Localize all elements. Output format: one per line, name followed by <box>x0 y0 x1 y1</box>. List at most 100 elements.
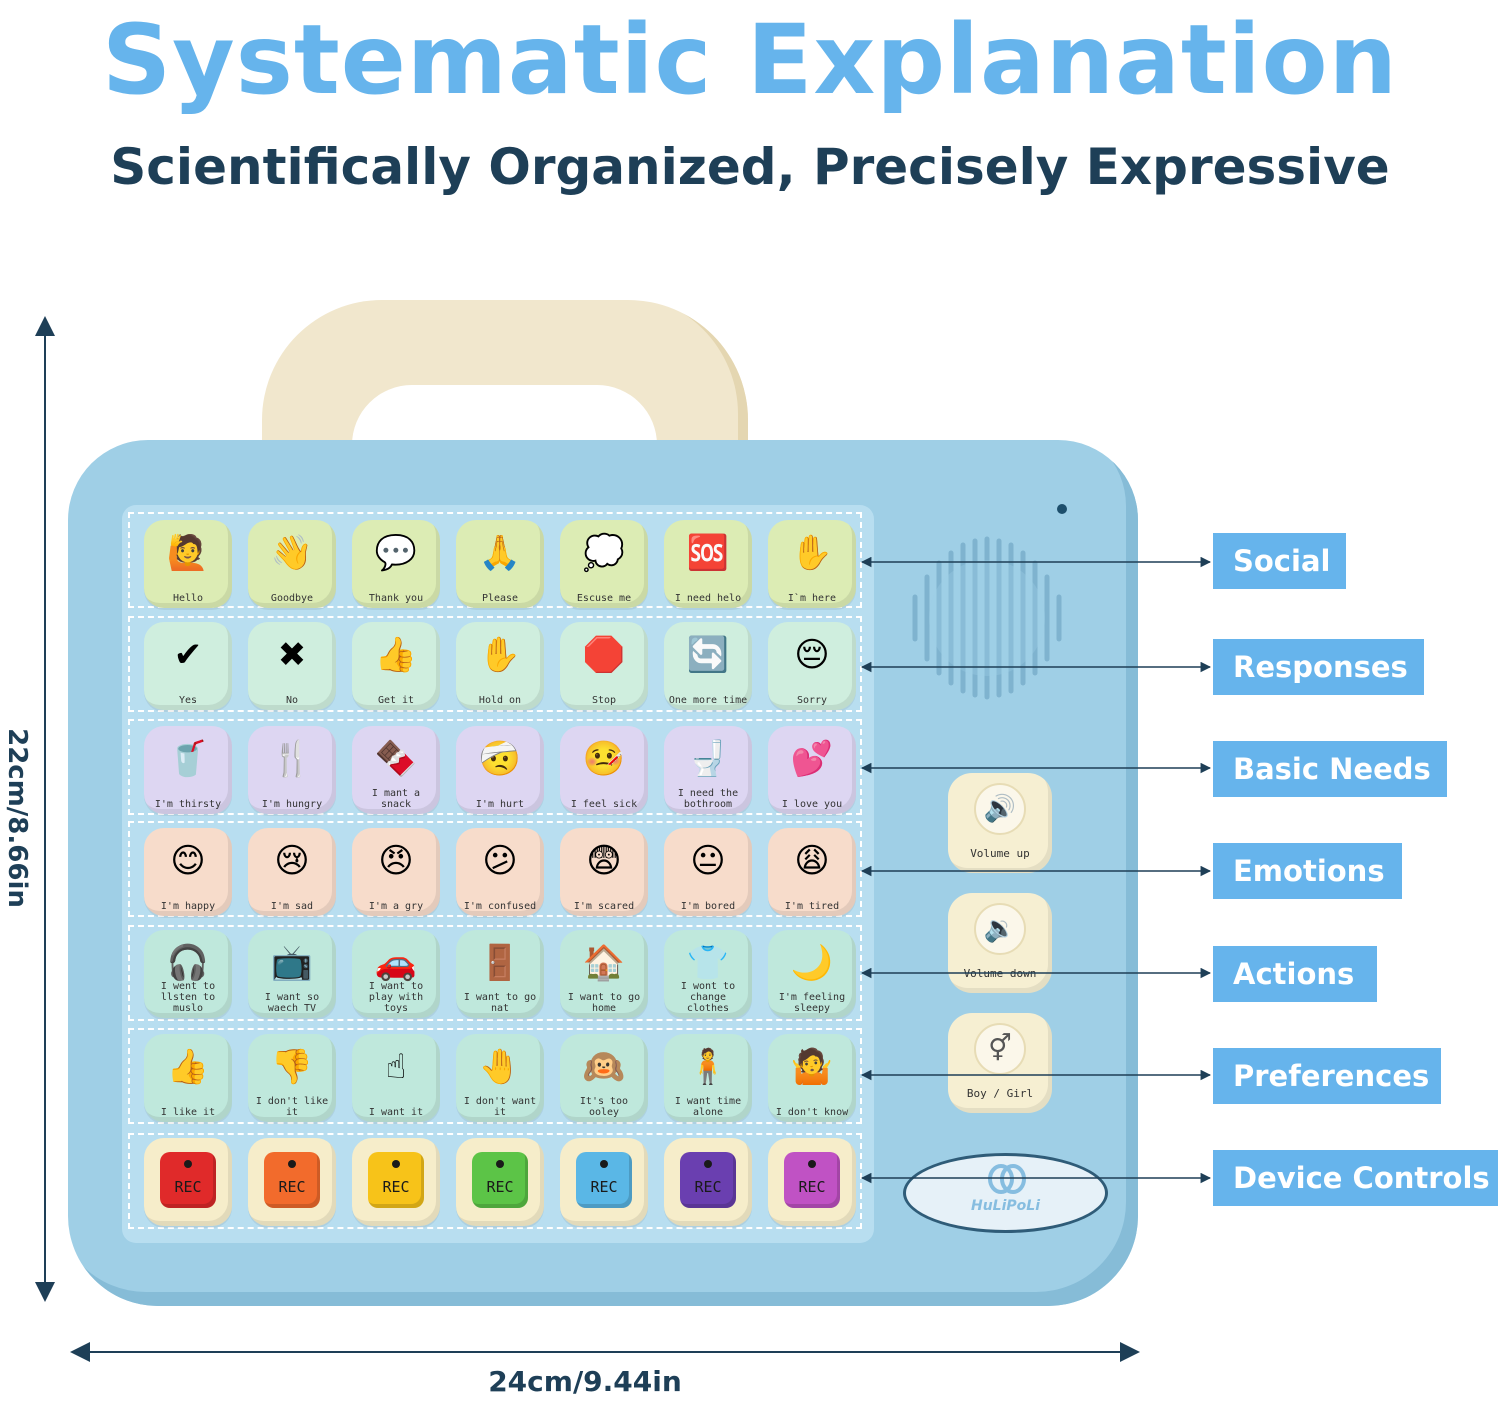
phrase-label: I need helo <box>674 593 742 604</box>
toy-car-icon: 🚗 <box>374 943 418 983</box>
phrase-label: I'm sad <box>270 901 314 912</box>
phrase-label: I like it <box>160 1107 216 1118</box>
volume-up-icon: 🔊 <box>974 783 1026 835</box>
thank-you-bubble-icon: 💬 <box>374 533 418 573</box>
phrase-button[interactable]: 😕I'm confused <box>456 828 544 916</box>
category-label: Device Controls <box>1213 1150 1498 1206</box>
phrase-button[interactable]: 🙏Please <box>456 520 544 608</box>
phrase-label: Thank you <box>368 593 424 604</box>
phrase-button[interactable]: ✖No <box>248 622 336 710</box>
phrase-label: I don't know <box>775 1107 849 1118</box>
phrase-label: Hold on <box>478 695 522 706</box>
phrase-button[interactable]: 🤕I'm hurt <box>456 726 544 814</box>
gender-symbols-icon: ⚥ <box>974 1023 1026 1075</box>
phrase-button[interactable]: 👍 Get it <box>352 622 440 710</box>
phrase-button[interactable]: 🚗I want to play with toys <box>352 930 440 1018</box>
phrase-button[interactable]: 💬 Thank you <box>352 520 440 608</box>
fork-knife-icon: 🍴 <box>270 739 314 779</box>
phrase-button[interactable]: 👍I like it <box>144 1034 232 1122</box>
volume-up-button[interactable]: 🔊 Volume up <box>948 773 1052 873</box>
phrase-button[interactable]: ✋ Hold on <box>456 622 544 710</box>
toilet-icon: 🚽 <box>686 739 730 779</box>
record-button[interactable]: REC <box>768 1138 856 1226</box>
phrase-button[interactable]: 😩 I'm tired <box>768 828 856 916</box>
phrase-label: Hello <box>172 593 204 604</box>
phrase-button[interactable]: 😔Sorry <box>768 622 856 710</box>
help-sign-icon: 🆘 <box>686 533 730 573</box>
phrase-button[interactable]: 😠I'm a gry <box>352 828 440 916</box>
phrase-label: I want it <box>368 1107 424 1118</box>
phrase-label: Stop <box>591 695 617 706</box>
volume-down-button[interactable]: 🔉 Volume down <box>948 893 1052 993</box>
phrase-label: I want to play with toys <box>368 981 424 1014</box>
record-key: REC <box>264 1152 320 1208</box>
phrase-button[interactable]: 🌙I'm feeling sleepy <box>768 930 856 1018</box>
phrase-button[interactable]: 🤒I feel sick <box>560 726 648 814</box>
phrase-label: Yes <box>178 695 198 706</box>
record-button[interactable]: REC <box>664 1138 752 1226</box>
category-label: Responses <box>1213 639 1424 695</box>
phrase-label: I don't want it <box>463 1096 537 1118</box>
glass-of-water-icon: 🥤 <box>166 739 210 779</box>
phrase-button[interactable]: 🚽I need the bothroom <box>664 726 752 814</box>
phrase-label: I love you <box>781 799 843 810</box>
phrase-label: I'm tired <box>784 901 840 912</box>
phrase-button[interactable]: 🔄One more time <box>664 622 752 710</box>
speaker-grille <box>912 536 1062 700</box>
phrase-button[interactable]: 📺I want so waech TV <box>248 930 336 1018</box>
phrase-label: Escuse me <box>576 593 632 604</box>
phrase-button[interactable]: 🧍I want time alone <box>664 1034 752 1122</box>
person-waving-icon: 🙋 <box>166 533 210 573</box>
thumbs-down-icon: 👎 <box>270 1047 314 1087</box>
hold-on-sign-icon: ✋ <box>478 635 522 675</box>
record-button[interactable]: REC <box>560 1138 648 1226</box>
phrase-button[interactable]: 🚪I want to go nat <box>456 930 544 1018</box>
waving-hand-icon: 👋 <box>270 533 314 573</box>
record-dot-icon <box>808 1160 816 1168</box>
snack-bar-icon: 🍫 <box>374 739 418 779</box>
phrase-button[interactable]: 🥤 I'm thirsty <box>144 726 232 814</box>
logo-text: HuLiPoLi <box>970 1198 1040 1214</box>
record-button[interactable]: REC <box>352 1138 440 1226</box>
phrase-button[interactable]: ✋I`m here <box>768 520 856 608</box>
phrase-label: I'm thirsty <box>154 799 222 810</box>
boy-girl-button[interactable]: ⚥ Boy / Girl <box>948 1013 1052 1113</box>
record-button[interactable]: REC <box>144 1138 232 1226</box>
phrase-button[interactable]: 🏠I want to go home <box>560 930 648 1018</box>
phrase-button[interactable]: 🎧I went to llsten to muslo <box>144 930 232 1018</box>
phrase-button[interactable]: 💕I love you <box>768 726 856 814</box>
phrase-button[interactable]: 🛑Stop <box>560 622 648 710</box>
phrase-button[interactable]: 👋Goodbye <box>248 520 336 608</box>
phrase-button[interactable]: 🍴I'm hungry <box>248 726 336 814</box>
height-dimension-label: 22cm/8.66in <box>2 728 32 908</box>
phrase-button[interactable]: 👎I don't like it <box>248 1034 336 1122</box>
thumbs-up-icon: 👍 <box>374 635 418 675</box>
confused-face-icon: 😕 <box>482 841 518 881</box>
phrase-button[interactable]: 😊I'm happy <box>144 828 232 916</box>
sad-face-icon: 😢 <box>274 841 310 881</box>
phrase-button[interactable]: 🙋 Hello <box>144 520 232 608</box>
phrase-button[interactable]: 🤚I don't want it <box>456 1034 544 1122</box>
width-dimension-label: 24cm/9.44in <box>488 1365 682 1398</box>
phrase-button[interactable]: 🍫I mant a snack <box>352 726 440 814</box>
phrase-button[interactable]: 😨I'm scared <box>560 828 648 916</box>
category-label: Social <box>1213 533 1346 589</box>
record-button[interactable]: REC <box>248 1138 336 1226</box>
record-button[interactable]: REC <box>456 1138 544 1226</box>
phrase-button[interactable]: 😢 I'm sad <box>248 828 336 916</box>
volume-down-icon: 🔉 <box>974 903 1026 955</box>
headphones-icon: 🎧 <box>166 943 210 983</box>
boy-girl-label: Boy / Girl <box>966 1087 1034 1100</box>
phrase-button[interactable]: ✔Yes <box>144 622 232 710</box>
tired-face-icon: 😩 <box>794 841 830 881</box>
phrase-button[interactable]: ☝I want it <box>352 1034 440 1122</box>
phrase-button[interactable]: 🙉It's too ooley <box>560 1034 648 1122</box>
phrase-button[interactable]: 👕I wont to change clothes <box>664 930 752 1018</box>
microphone-hole <box>1057 504 1067 514</box>
phrase-button[interactable]: 😐I'm bored <box>664 828 752 916</box>
phrase-label: Get it <box>377 695 415 706</box>
phrase-button[interactable]: 🤷I don't know <box>768 1034 856 1122</box>
phrase-button[interactable]: 💭Escuse me <box>560 520 648 608</box>
phrase-button[interactable]: 🆘 I need helo <box>664 520 752 608</box>
phrase-label: I want time alone <box>674 1096 742 1118</box>
